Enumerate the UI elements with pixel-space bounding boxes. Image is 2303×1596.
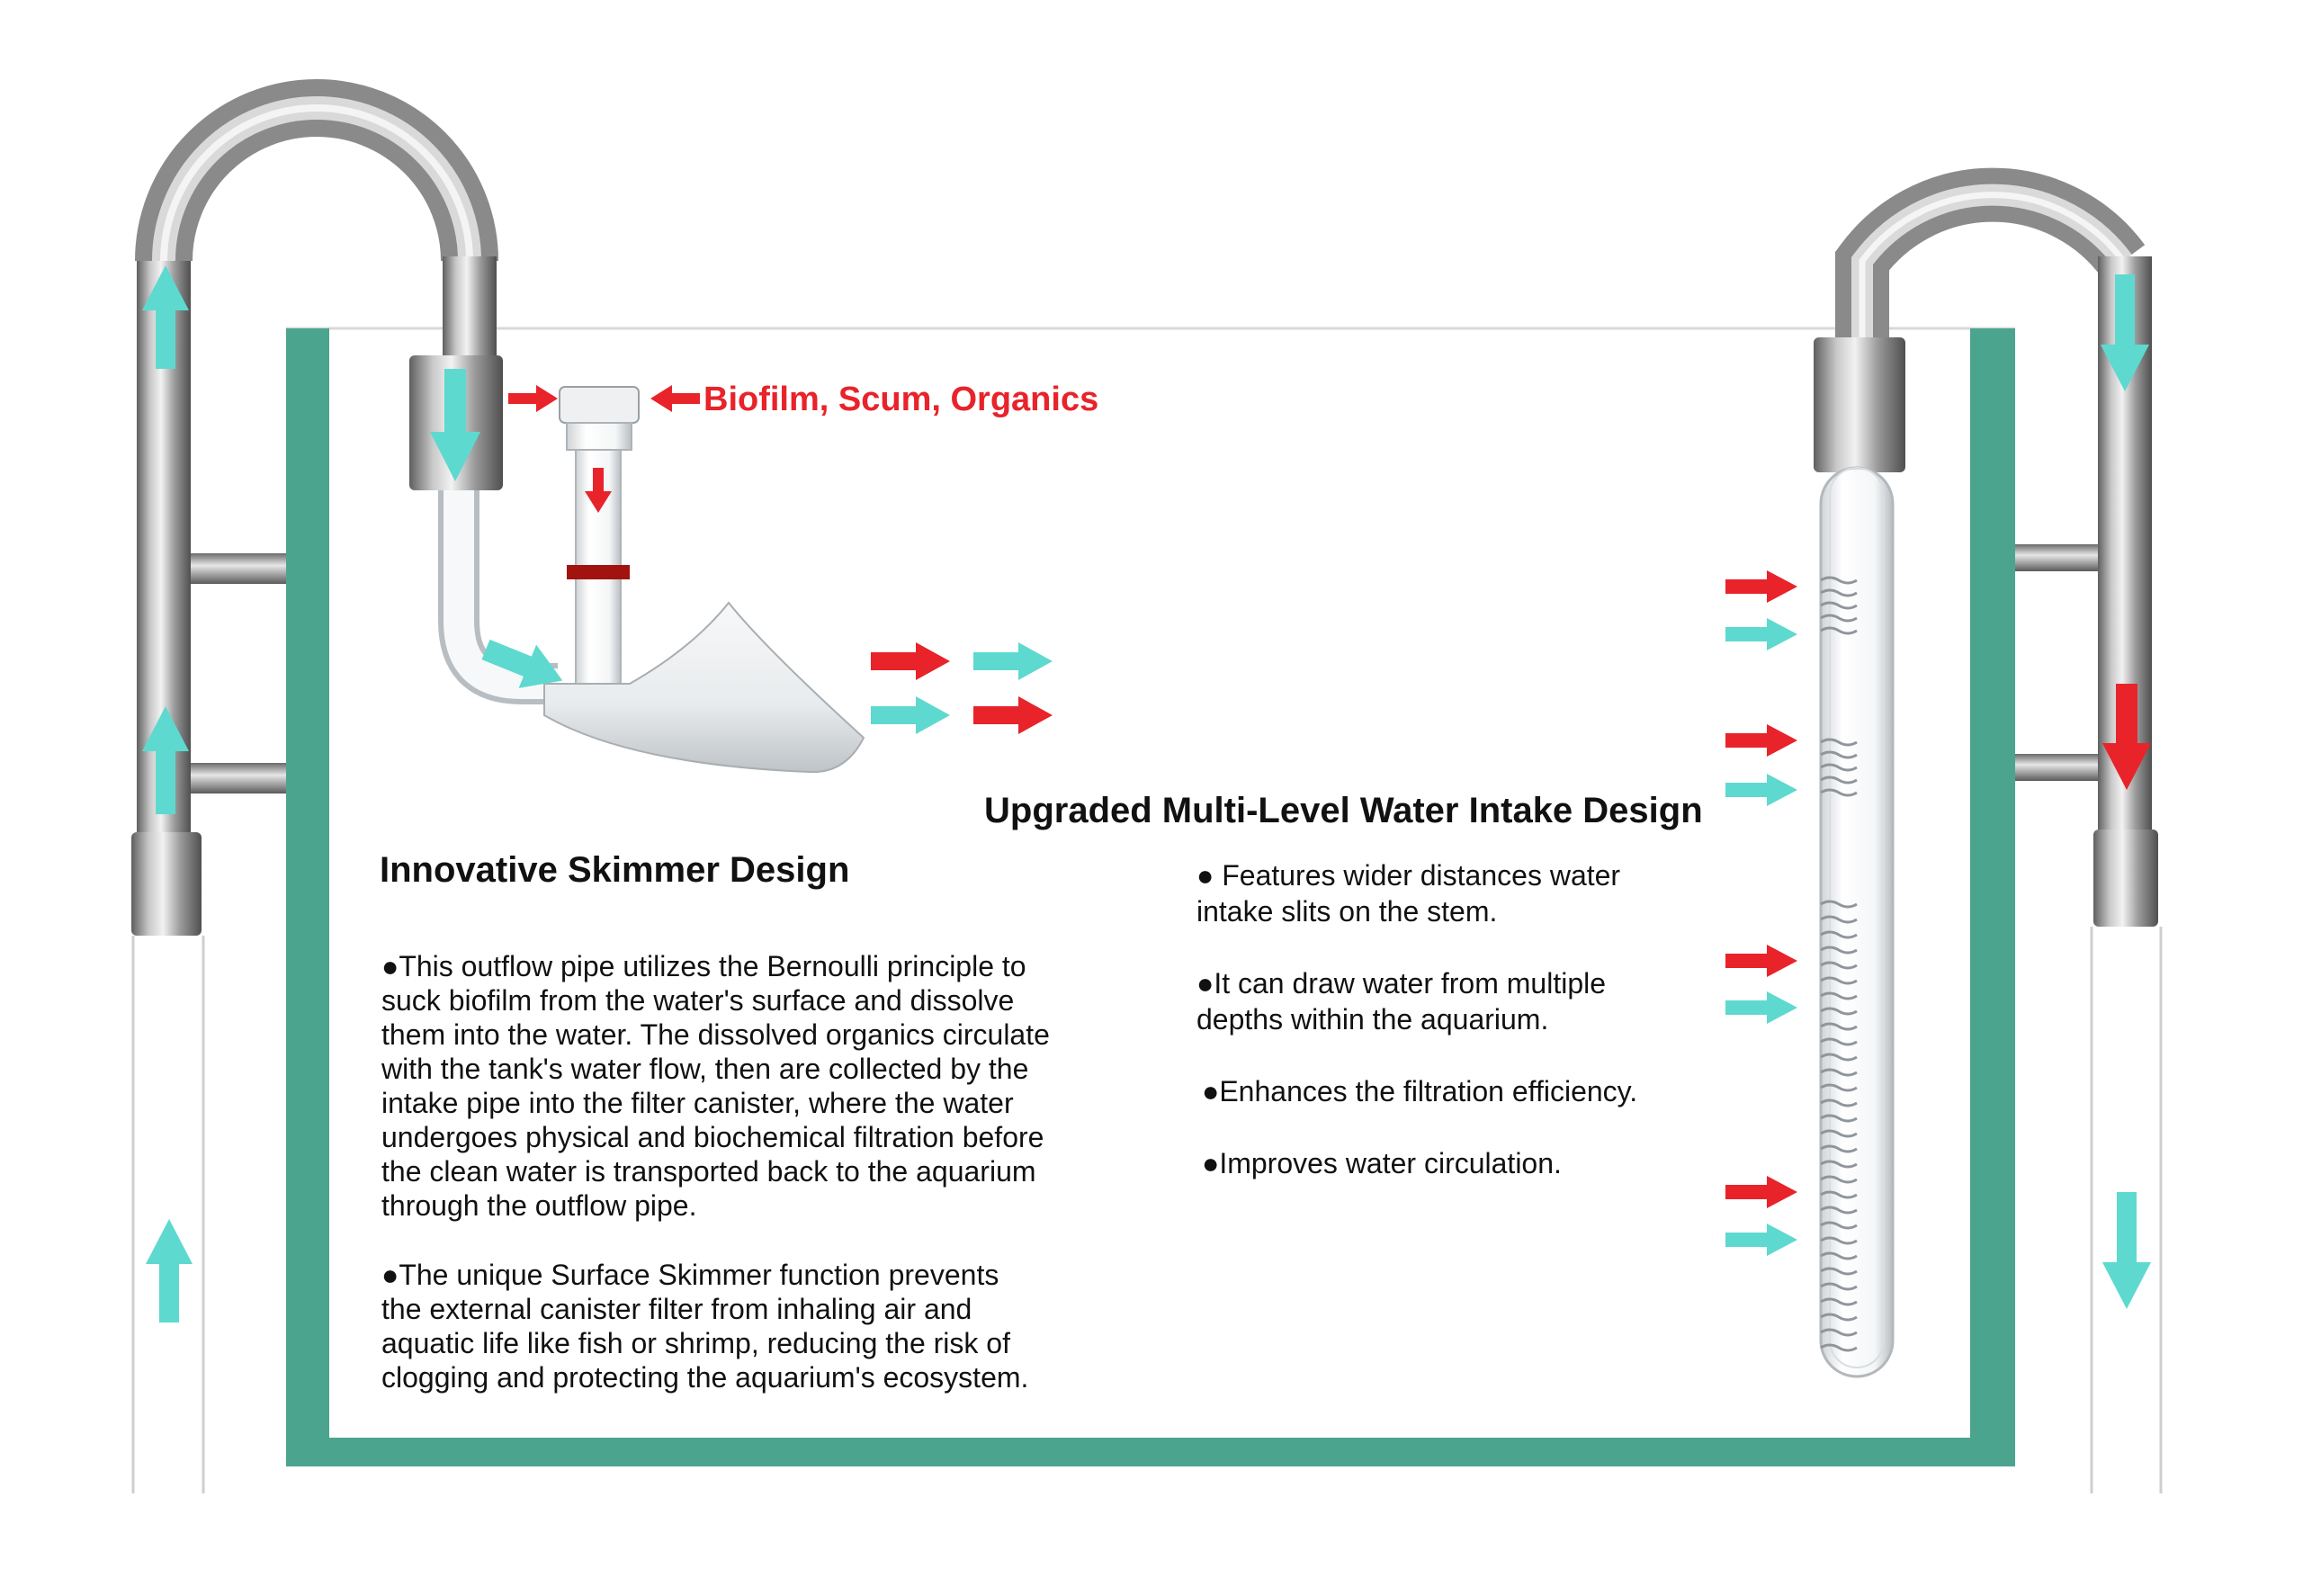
arrow-right-icon (650, 385, 700, 412)
slit (1820, 1022, 1858, 1031)
arrow-right-icon (973, 696, 1053, 734)
slit (1820, 614, 1858, 623)
flow-arrows (142, 265, 2151, 1323)
skimmer-p2-line: ●The unique Surface Skimmer function pre… (381, 1259, 999, 1291)
skimmer-p2-line: the external canister filter from inhali… (381, 1293, 972, 1325)
intake-bullet-line: ● Features wider distances water (1196, 859, 1620, 892)
arrow-right-icon (481, 639, 563, 688)
slit (1820, 900, 1858, 909)
arrow-right-icon (1725, 945, 1797, 977)
intake-bullet-line: ●Improves water circulation. (1202, 1147, 1562, 1179)
slit (1820, 1053, 1858, 1062)
slit (1820, 1144, 1858, 1153)
skimmer-heading: Innovative Skimmer Design (380, 850, 849, 890)
arrow-right-icon (871, 642, 950, 680)
skimmer-paragraph-1: ●This outflow pipe utilizes the Bernoull… (381, 950, 1050, 1222)
skimmer-p1-line: undergoes physical and biochemical filtr… (381, 1121, 1044, 1153)
arrow-down-icon (585, 468, 612, 513)
slit (1820, 776, 1858, 785)
tank-bottom (286, 1438, 2015, 1466)
slit (1820, 1282, 1858, 1291)
slit (1820, 1236, 1858, 1245)
arrow-right-icon (1725, 1224, 1797, 1256)
slit (1820, 1160, 1858, 1169)
skimmer-p1-line: through the outflow pipe. (381, 1189, 696, 1222)
skimmer-paragraph-2: ●The unique Surface Skimmer function pre… (381, 1259, 1028, 1394)
skimmer-p1-line: intake pipe into the filter canister, wh… (381, 1087, 1014, 1119)
arrow-down-icon (2101, 274, 2149, 391)
skimmer-p1-line: them into the water. The dissolved organ… (381, 1018, 1050, 1051)
slit (1820, 1098, 1858, 1107)
arrow-right-icon (1725, 1176, 1797, 1208)
intake-bullet-line: ●Enhances the filtration efficiency. (1202, 1075, 1637, 1107)
slit (1820, 738, 1858, 747)
arrow-up-icon (142, 706, 189, 814)
slit (1820, 1343, 1858, 1352)
arrow-down-icon (2102, 684, 2151, 790)
intake-bullet-line: ●It can draw water from multiple (1196, 967, 1606, 1000)
slit (1820, 991, 1858, 1000)
arrow-right-icon (1725, 724, 1797, 757)
skimmer-p1-line: with the tank's water flow, then are col… (381, 1053, 1028, 1085)
slit (1820, 1297, 1858, 1306)
skimmer-p2-line: aquatic life like fish or shrimp, reduci… (381, 1327, 1010, 1359)
slit (1820, 1037, 1858, 1046)
aquarium-tank (286, 327, 2015, 1466)
arrow-right-icon (973, 642, 1053, 680)
slit (1820, 976, 1858, 985)
skimmer-p1-line: the clean water is transported back to t… (381, 1155, 1036, 1188)
slit (1820, 1328, 1858, 1337)
arrow-right-icon (1725, 774, 1797, 806)
slit (1820, 930, 1858, 939)
arrow-right-icon (1725, 618, 1797, 650)
slit (1820, 576, 1858, 585)
slit (1820, 946, 1858, 955)
slit (1820, 588, 1858, 597)
arrow-down-icon (430, 369, 480, 481)
slit (1820, 1206, 1858, 1215)
slit (1820, 1251, 1858, 1260)
slit (1820, 601, 1858, 610)
arrow-down-icon (2102, 1192, 2151, 1309)
glass-skimmer (438, 386, 865, 774)
slit (1820, 1267, 1858, 1276)
intake-bullets: ● Features wider distances water intake … (1196, 859, 1637, 1179)
slit (1820, 1175, 1858, 1184)
skimmer-p1-line: ●This outflow pipe utilizes the Bernoull… (381, 950, 1026, 982)
arrow-right-icon (1725, 991, 1797, 1024)
slit (1820, 1190, 1858, 1199)
slit (1820, 961, 1858, 970)
slit (1820, 626, 1858, 635)
arrow-up-icon (146, 1219, 193, 1323)
intake-bullet-line: intake slits on the stem. (1196, 895, 1497, 928)
slit (1820, 1221, 1858, 1230)
arrow-right-icon (508, 385, 558, 412)
slit (1820, 1007, 1858, 1016)
slit (1820, 750, 1858, 759)
slit (1820, 1129, 1858, 1138)
intake-bullet-line: depths within the aquarium. (1196, 1003, 1548, 1036)
slit (1820, 763, 1858, 772)
slit (1820, 915, 1858, 924)
slit (1820, 1114, 1858, 1123)
slit (1820, 1313, 1858, 1322)
tank-right-wall (1970, 328, 2015, 1466)
slit (1820, 1068, 1858, 1077)
skimmer-callout-label: Biofilm, Scum, Organics (703, 381, 1098, 418)
skimmer-p2-line: clogging and protecting the aquarium's e… (381, 1361, 1028, 1394)
arrow-right-icon (1725, 570, 1797, 603)
slit (1820, 1083, 1858, 1092)
arrow-up-icon (142, 265, 189, 369)
skimmer-p1-line: suck biofilm from the water's surface an… (381, 984, 1014, 1017)
intake-heading: Upgraded Multi-Level Water Intake Design (984, 791, 1703, 830)
slit (1820, 788, 1858, 797)
intake-slits (1820, 576, 1858, 1352)
tank-left-wall (286, 328, 329, 1466)
arrow-right-icon (871, 696, 950, 734)
